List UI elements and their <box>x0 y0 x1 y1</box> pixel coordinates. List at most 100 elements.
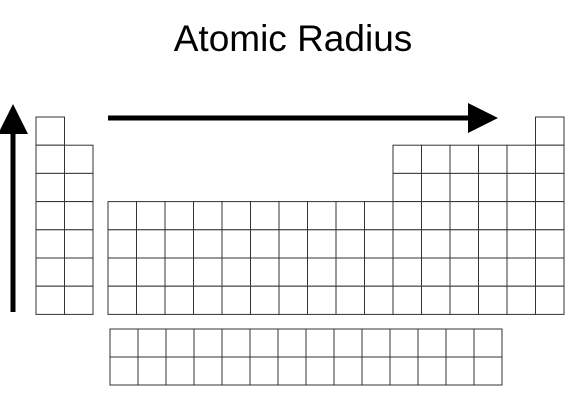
element-cell <box>449 257 479 287</box>
element-cell <box>421 144 451 174</box>
element-cell <box>35 257 65 287</box>
f-block-cell <box>277 356 307 386</box>
element-cell <box>107 285 137 315</box>
f-block-cell <box>193 356 223 386</box>
element-cell <box>164 285 194 315</box>
f-block-cell <box>109 356 139 386</box>
f-block-cell <box>445 356 475 386</box>
element-cell <box>535 257 565 287</box>
element-cell <box>421 229 451 259</box>
element-cell <box>136 201 166 231</box>
element-cell <box>307 257 337 287</box>
element-cell <box>35 172 65 203</box>
element-cell <box>136 257 166 287</box>
element-cell <box>64 285 94 315</box>
element-cell <box>392 285 422 315</box>
element-cell <box>421 257 451 287</box>
element-cell <box>335 285 365 315</box>
element-cell <box>506 201 536 231</box>
f-block-cell <box>445 328 475 358</box>
element-cell <box>164 201 194 231</box>
element-cell <box>506 229 536 259</box>
f-block-cell <box>221 328 251 358</box>
element-cell <box>107 229 137 259</box>
f-block-cell <box>305 328 335 358</box>
element-cell <box>478 257 508 287</box>
element-cell <box>449 172 479 203</box>
element-cell <box>64 257 94 287</box>
element-cell <box>164 229 194 259</box>
element-cell <box>449 229 479 259</box>
element-cell <box>535 285 565 315</box>
f-block-cell <box>109 328 139 358</box>
element-cell <box>364 201 394 231</box>
element-cell <box>335 201 365 231</box>
f-block-cell <box>165 356 195 386</box>
element-cell <box>392 201 422 231</box>
f-block-cell <box>333 328 363 358</box>
element-cell <box>535 116 565 146</box>
element-cell <box>506 285 536 315</box>
f-block-cell <box>417 328 447 358</box>
element-cell <box>307 285 337 315</box>
element-cell <box>335 257 365 287</box>
element-cell <box>221 201 251 231</box>
element-cell <box>478 201 508 231</box>
f-block-cell <box>333 356 363 386</box>
element-cell <box>250 257 280 287</box>
element-cell <box>64 172 94 203</box>
page-title: Atomic Radius <box>173 18 413 59</box>
f-block-cell <box>361 328 391 358</box>
element-cell <box>278 285 308 315</box>
element-cell <box>449 144 479 174</box>
f-block-cell <box>165 328 195 358</box>
element-cell <box>221 285 251 315</box>
f-block-cell <box>361 356 391 386</box>
element-cell <box>506 257 536 287</box>
element-cell <box>64 201 94 231</box>
element-cell <box>392 229 422 259</box>
element-cell <box>535 201 565 231</box>
element-cell <box>107 201 137 231</box>
element-cell <box>64 229 94 259</box>
element-cell <box>307 201 337 231</box>
element-cell <box>64 144 94 174</box>
element-cell <box>193 201 223 231</box>
f-block-cell <box>305 356 335 386</box>
element-cell <box>221 229 251 259</box>
element-cell <box>278 229 308 259</box>
f-block-cell <box>417 356 447 386</box>
element-cell <box>193 229 223 259</box>
element-cell <box>136 229 166 259</box>
element-cell <box>35 144 65 174</box>
element-cell <box>506 172 536 203</box>
element-cell <box>35 285 65 315</box>
element-cell <box>364 257 394 287</box>
element-cell <box>278 201 308 231</box>
f-block-cell <box>277 328 307 358</box>
f-block-cell <box>389 328 419 358</box>
f-block-cell <box>137 328 167 358</box>
element-cell <box>392 172 422 203</box>
f-block-cell <box>193 328 223 358</box>
element-cell <box>535 144 565 174</box>
element-cell <box>449 285 479 315</box>
element-cell <box>364 285 394 315</box>
element-cell <box>478 229 508 259</box>
f-block-cell <box>221 356 251 386</box>
element-cell <box>35 201 65 231</box>
f-block-cell <box>389 356 419 386</box>
element-cell <box>107 257 137 287</box>
element-cell <box>392 144 422 174</box>
element-cell <box>335 229 365 259</box>
element-cell <box>449 201 479 231</box>
f-block-cell <box>137 356 167 386</box>
element-cell <box>250 201 280 231</box>
element-cell <box>221 257 251 287</box>
element-cell <box>421 172 451 203</box>
element-cell <box>421 201 451 231</box>
element-cell <box>506 144 536 174</box>
f-block-cell <box>473 328 503 358</box>
element-cell <box>164 257 194 287</box>
f-block-grid <box>109 328 503 386</box>
